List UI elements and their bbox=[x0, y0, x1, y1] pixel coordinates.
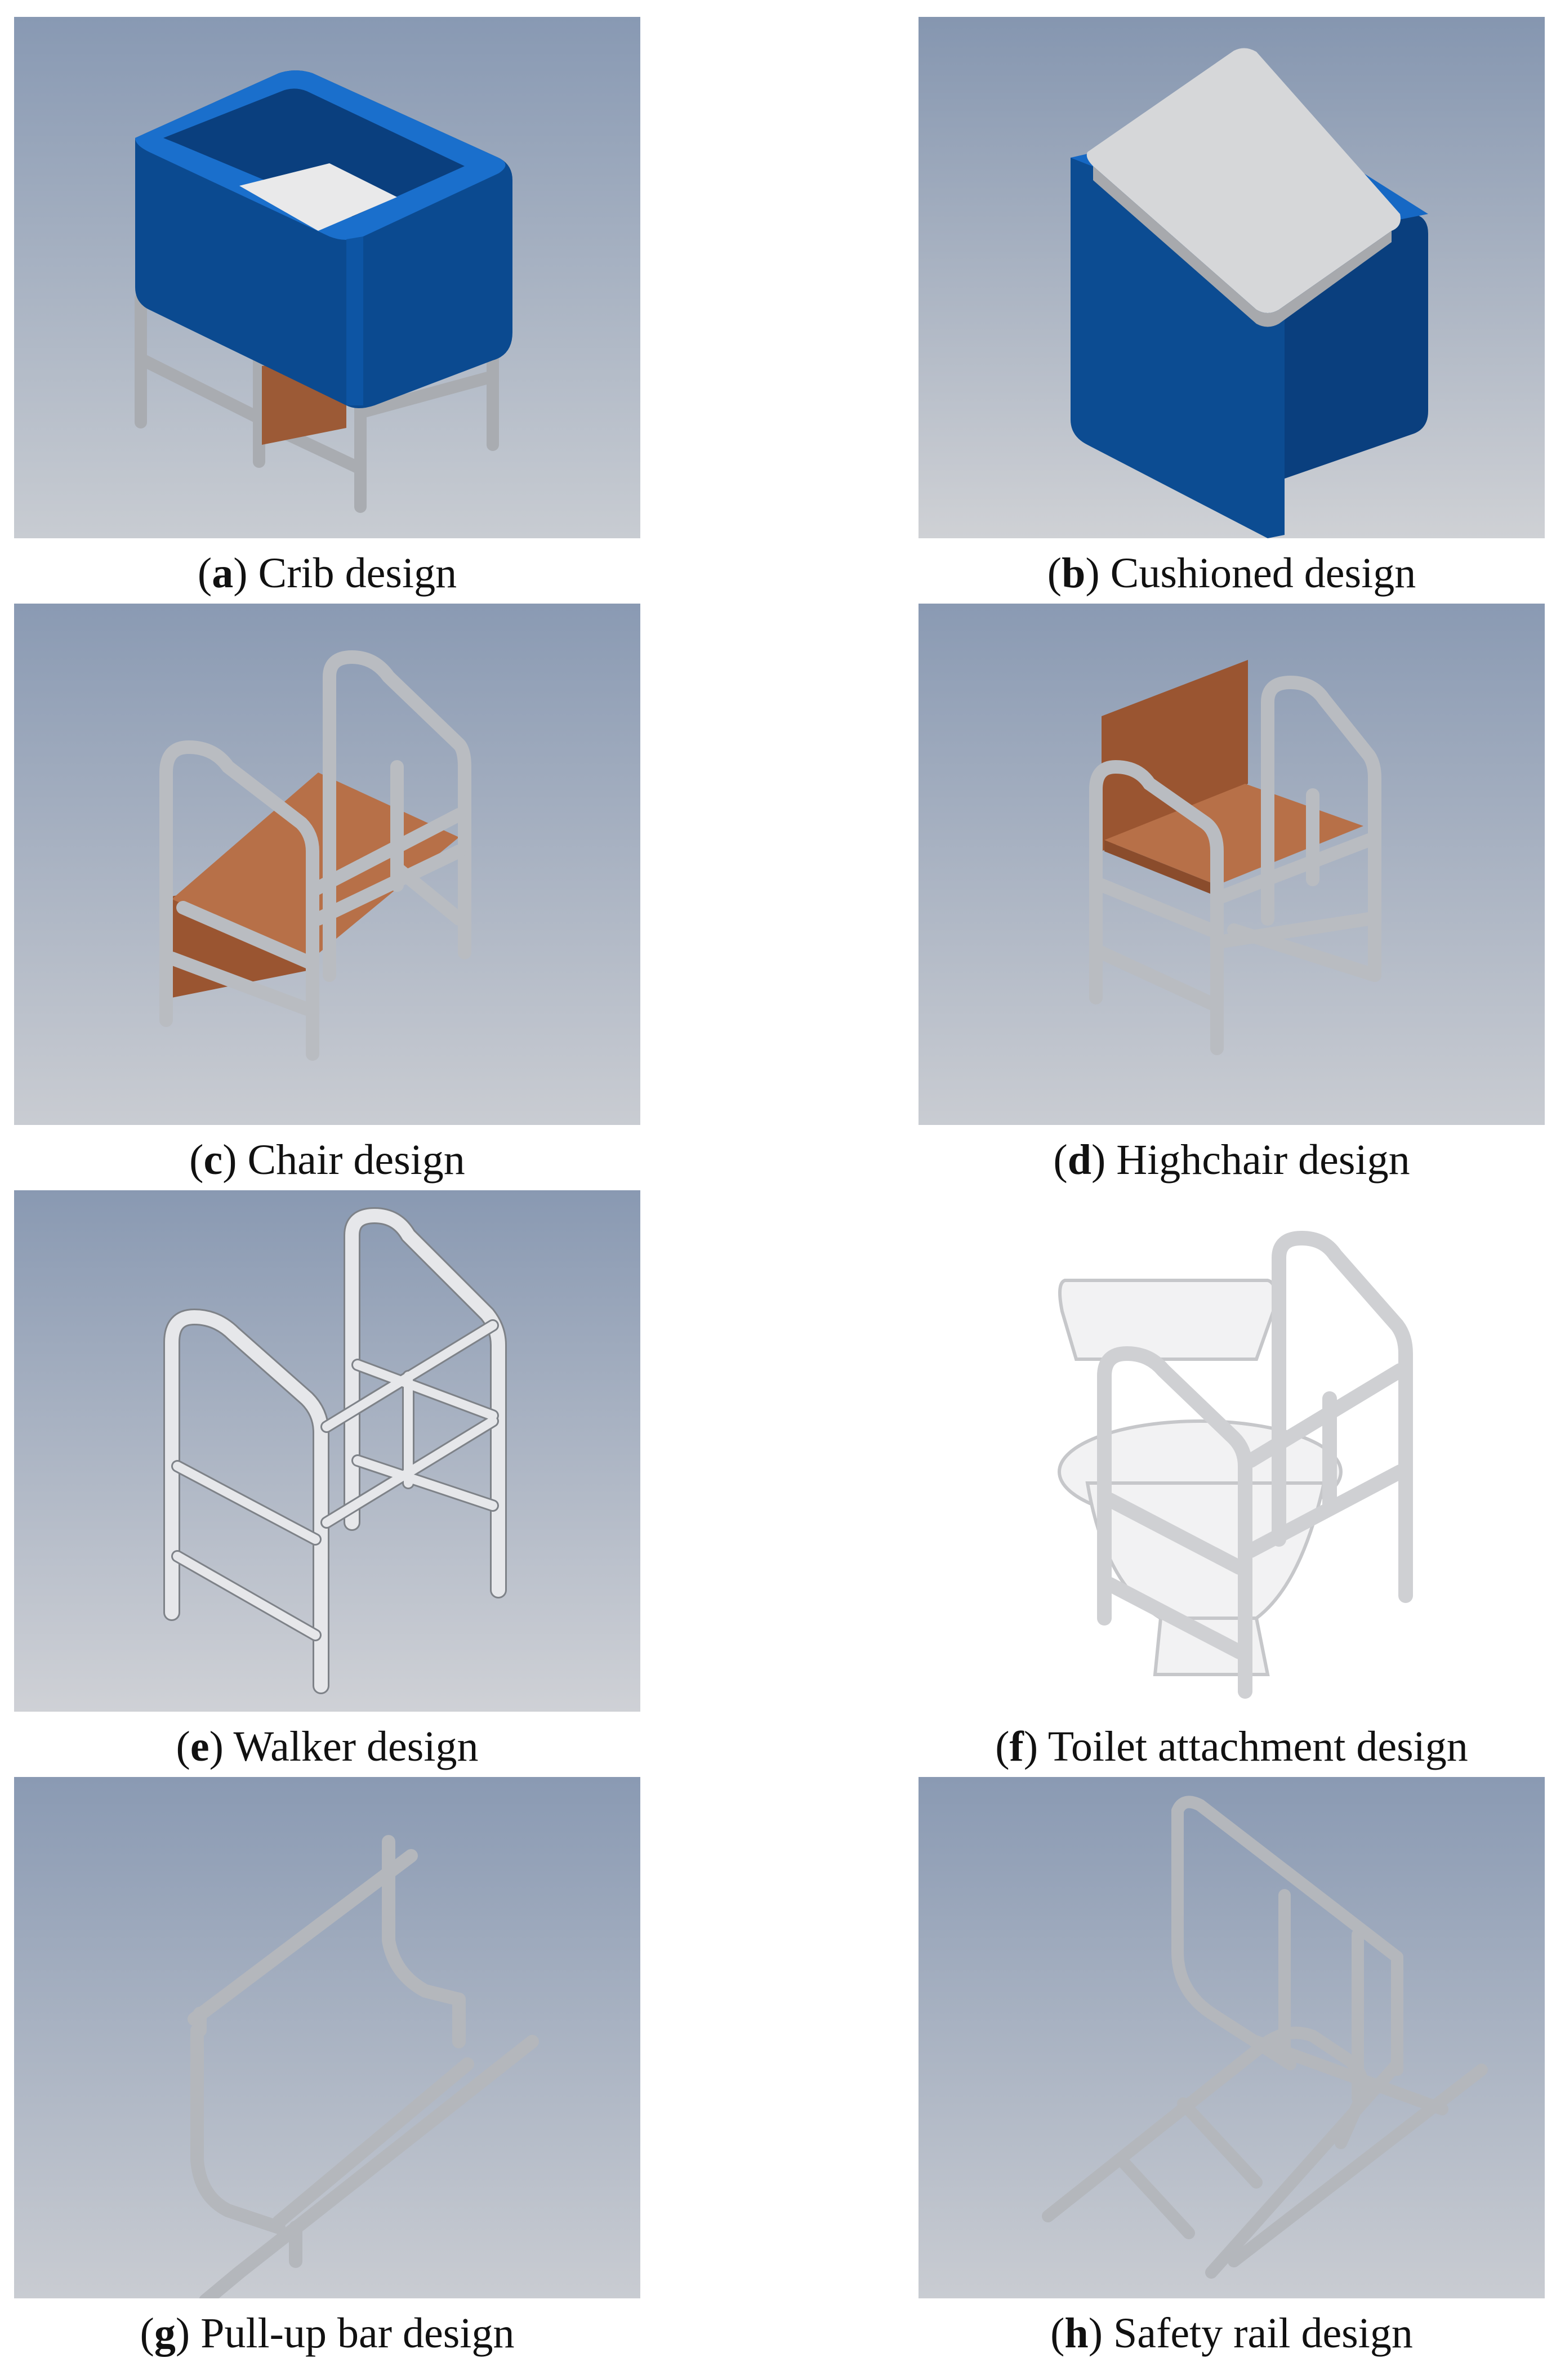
panel-pull-up-bar-render bbox=[14, 1777, 640, 2298]
panel-safety-rail-render bbox=[919, 1777, 1545, 2298]
caption-f: (f) Toilet attachment design bbox=[995, 1723, 1468, 1770]
panel-highchair-render bbox=[919, 604, 1545, 1125]
caption-e: (e) Walker design bbox=[176, 1723, 479, 1770]
caption-a: (a) Crib design bbox=[197, 550, 457, 597]
panel-crib-render bbox=[14, 17, 640, 538]
panel-toilet-attachment-render bbox=[919, 1190, 1545, 1712]
panel-cushioned-render bbox=[919, 17, 1545, 538]
caption-c: (c) Chair design bbox=[189, 1136, 465, 1184]
caption-h: (h) Safety rail design bbox=[1050, 2310, 1413, 2357]
panel-chair-render bbox=[14, 604, 640, 1125]
caption-b: (b) Cushioned design bbox=[1047, 550, 1416, 597]
panel-walker-render bbox=[14, 1190, 640, 1712]
caption-g: (g) Pull-up bar design bbox=[140, 2310, 515, 2357]
caption-d: (d) Highchair design bbox=[1053, 1136, 1410, 1184]
